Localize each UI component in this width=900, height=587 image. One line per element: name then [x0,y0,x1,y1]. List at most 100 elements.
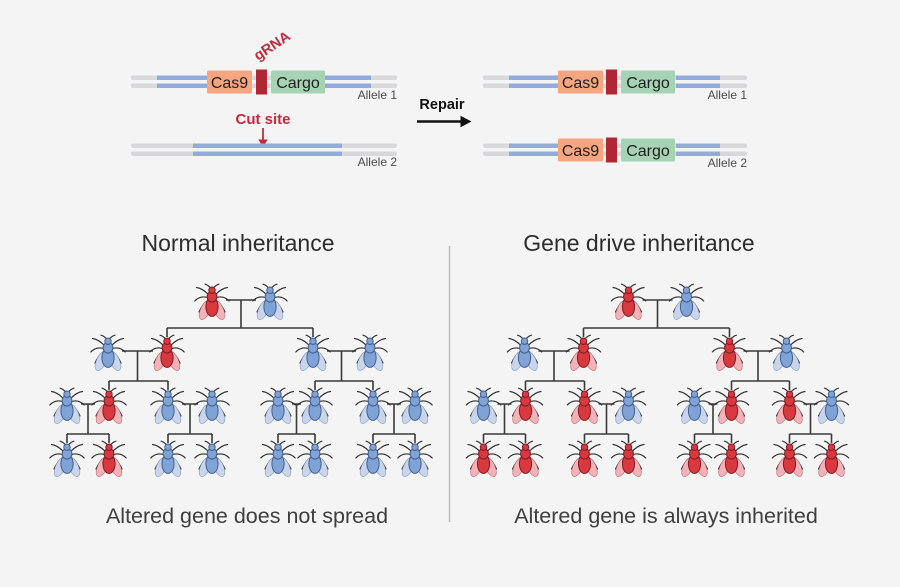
fly-red [465,440,502,477]
cargo-label: Cargo [626,143,670,160]
fly-blue [355,387,391,424]
fly-head [105,443,113,451]
fly-red [713,387,750,424]
fly-red [566,387,603,424]
cargo-box [621,138,675,162]
dna-gene-segment [509,75,558,80]
fly-blue [768,334,805,371]
fly-blue [610,387,647,424]
before-repair-group: Cas9 Cargo gRNA Allele 1 Cut site Allele… [131,28,397,169]
dna-gene-segment [324,83,371,88]
fly-blue [49,387,85,424]
fly-head [579,337,588,345]
fly-red [507,387,544,424]
fly-blue [295,334,331,371]
fly-head [725,337,734,345]
allele1-label: Allele 1 [358,88,398,102]
fly-blue [150,387,186,424]
cargo-label: Cargo [276,75,320,92]
dna-gene-segment [509,151,558,156]
fly-blue [260,440,296,477]
dna-gene-segment [676,75,720,80]
fly-head [274,390,282,398]
fly-head [163,337,171,345]
fly-head [208,390,216,398]
family-connector [166,299,314,337]
family-connector [524,350,586,390]
fly-head [827,390,836,398]
fly-blue [668,283,705,320]
fly-blue [260,387,296,424]
cas9-label: Cas9 [562,143,599,160]
fly-blue [813,387,850,424]
cargo-box [271,70,325,94]
repair-arrowhead [460,115,472,128]
fly-head [521,443,530,451]
family-connector [314,350,374,390]
cas9-box [558,70,603,94]
fly-red [711,334,748,371]
fly-head [411,443,419,451]
allele2-label: Allele 2 [708,156,748,170]
panel-title-gene-drive: Gene drive inheritance [523,230,754,256]
fly-blue [297,387,333,424]
dna-gene-segment [157,83,207,88]
cargo-label: Cargo [626,75,670,92]
repair-arrow-group: Repair [417,97,472,128]
fly-red [771,440,808,477]
fly-red [771,387,808,424]
fly-red [566,440,603,477]
fly-red [91,387,127,424]
cargo-box [621,70,675,94]
fly-head [727,390,736,398]
dna-gene-segment [509,83,558,88]
fly-head [274,443,282,451]
fly-red [194,283,230,320]
fly-blue [49,440,85,477]
fly-blue [194,387,230,424]
fly-head [311,443,319,451]
dna-gene-segment [157,75,207,80]
cas9-label: Cas9 [562,75,599,92]
dna-gene-segment [676,143,720,148]
family-connector [693,403,733,443]
fly-head [682,286,691,294]
cas9-box [207,70,252,94]
fly-head [727,443,736,451]
fly-blue [397,387,433,424]
fly-head [369,443,377,451]
fly-red [91,440,127,477]
fly-head [309,337,317,345]
fly-blue [297,440,333,477]
grna-box [606,137,617,163]
fly-blue [676,387,713,424]
fly-head [782,337,791,345]
fly-head [366,337,374,345]
after-repair-group: Cas9 Cargo Allele 1 Cas9 Cargo Allele 2 [483,69,748,170]
fly-red [713,440,750,477]
dna-gene-segment [193,151,342,156]
fly-red [149,334,185,371]
fly-head [520,337,529,345]
grna-box [256,69,267,95]
family-connector [482,403,527,443]
fly-head [311,390,319,398]
gene-drive-inheritance-tree [465,283,850,477]
family-connector [108,350,169,390]
fly-head [479,390,488,398]
fly-head [521,390,530,398]
allele1-label: Allele 1 [708,88,748,102]
fly-head [208,286,216,294]
dna-gene-segment [676,83,720,88]
fly-head [63,443,71,451]
panel-title-normal: Normal inheritance [141,230,334,256]
fly-blue [194,440,230,477]
family-connector [277,403,316,443]
fly-head [690,390,699,398]
fly-head [785,390,794,398]
fly-red [507,440,544,477]
dna-gene-segment [324,75,371,80]
fly-head [164,390,172,398]
